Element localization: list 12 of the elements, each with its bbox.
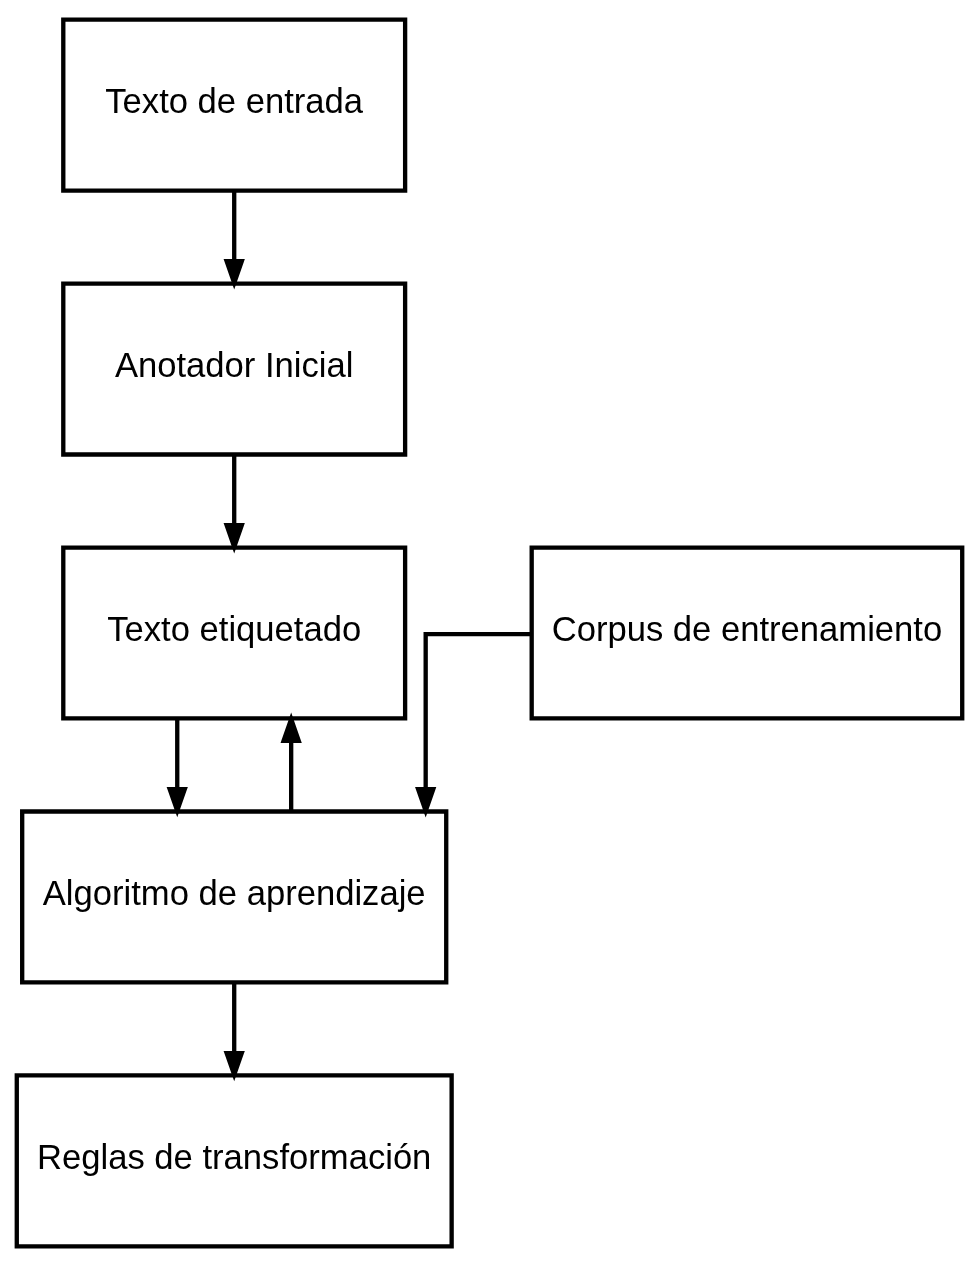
node-box: Texto de entrada [61, 17, 408, 193]
arrow [223, 454, 245, 554]
arrow [415, 631, 531, 818]
node-box: Texto etiquetado [61, 545, 408, 721]
node-box: Reglas de transformación [14, 1073, 454, 1249]
node-box: Corpus de entrenamiento [529, 545, 965, 721]
arrow [223, 982, 245, 1082]
arrow [166, 718, 188, 818]
arrow [223, 190, 245, 290]
node-box: Algoritmo de aprendizaje [20, 809, 449, 985]
node-box: Anotador Inicial [61, 281, 408, 457]
arrow [280, 712, 302, 812]
